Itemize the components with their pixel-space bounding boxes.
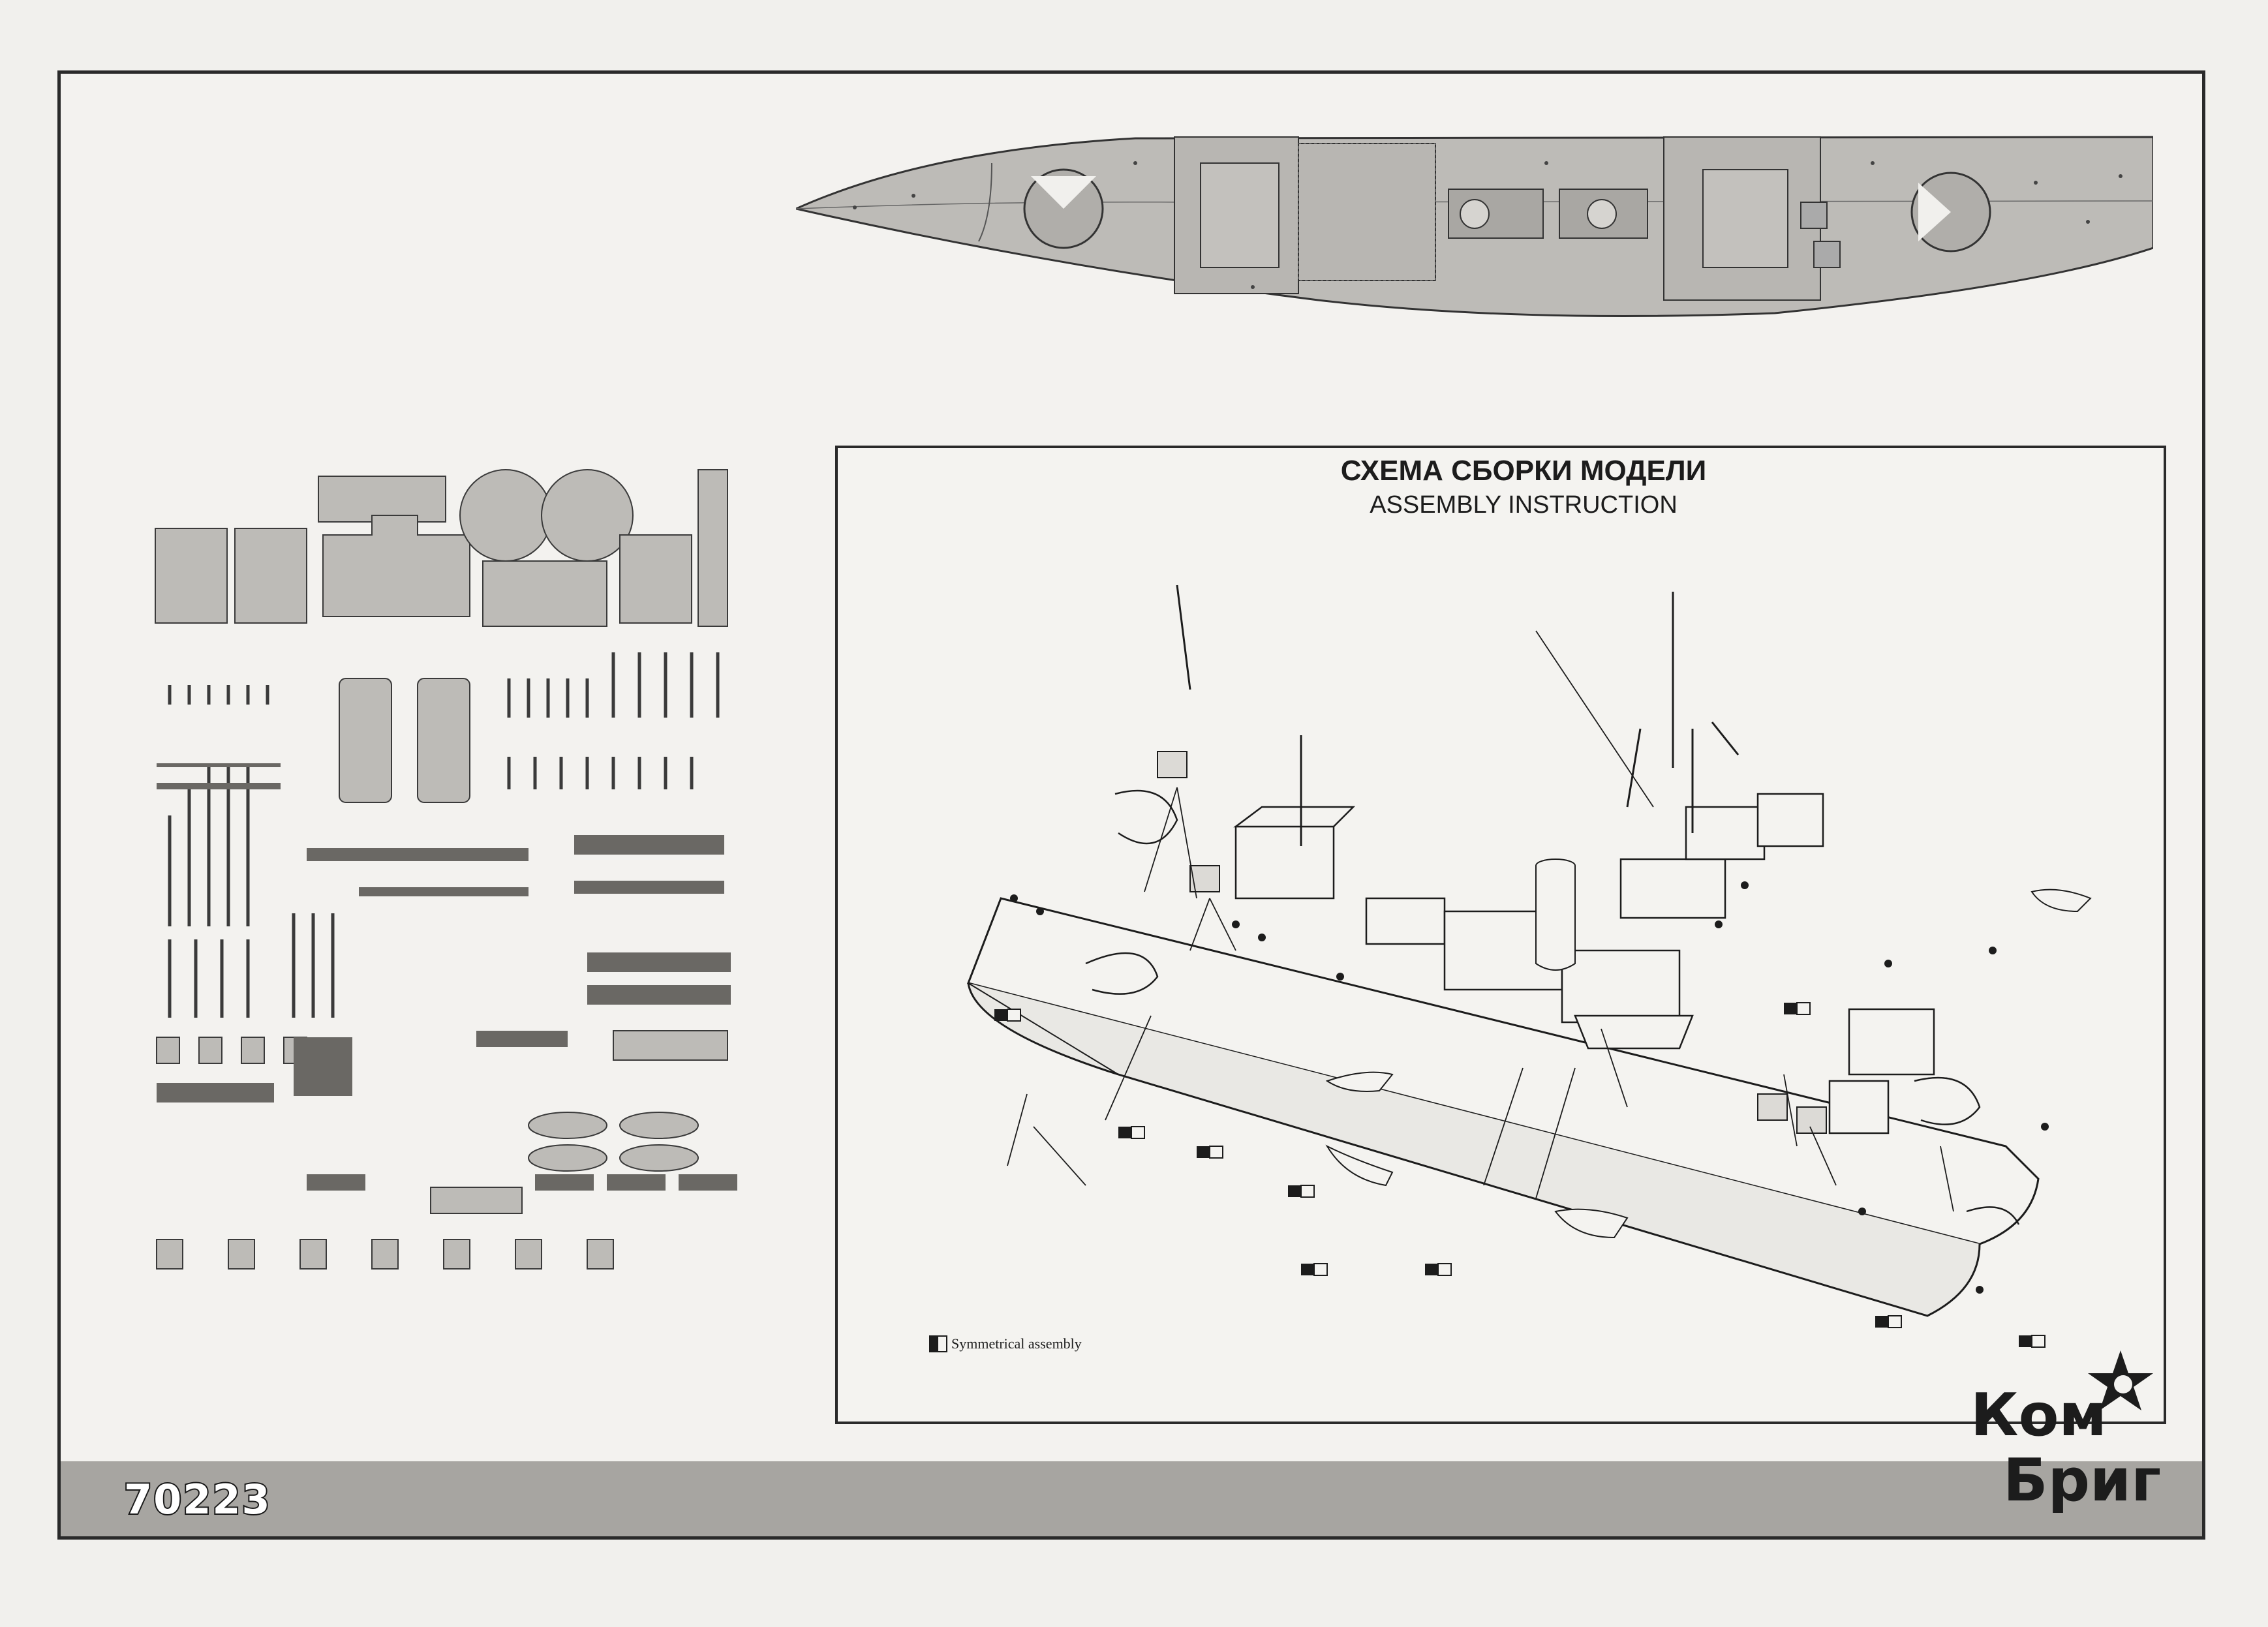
product-code: 70223 — [123, 1474, 271, 1525]
exploded-assembly-diagram — [966, 585, 2092, 1348]
legend-label: Symmetrical assembly — [951, 1335, 1082, 1352]
legend: Symmetrical assembly — [929, 1335, 1082, 1352]
footer-bar — [61, 1461, 2202, 1536]
kombrig-logo: Ком Бриг — [1970, 1350, 2160, 1513]
assembly-instruction-panel: СХЕМА СБОРКИ МОДЕЛИ ASSEMBLY INSTRUCTION — [835, 446, 2166, 1424]
hull-exploded — [966, 897, 2040, 1317]
hull-top-view — [796, 136, 2153, 317]
funnel — [1535, 859, 1576, 971]
instruction-title-ru: СХЕМА СБОРКИ МОДЕЛИ — [1340, 455, 1707, 487]
symmetrical-markers — [994, 1002, 2046, 1348]
star-icon — [2088, 1350, 2153, 1410]
symmetrical-assembly-icon — [929, 1335, 947, 1352]
aft-turret-ring — [1910, 172, 1991, 252]
logo-line2: Бриг — [2003, 1446, 2160, 1513]
instruction-title-en: ASSEMBLY INSTRUCTION — [1370, 491, 1678, 519]
logo-line1: Ком — [1970, 1381, 2107, 1450]
forward-turret-ring — [1023, 168, 1104, 249]
parts-sprue — [155, 469, 737, 1270]
